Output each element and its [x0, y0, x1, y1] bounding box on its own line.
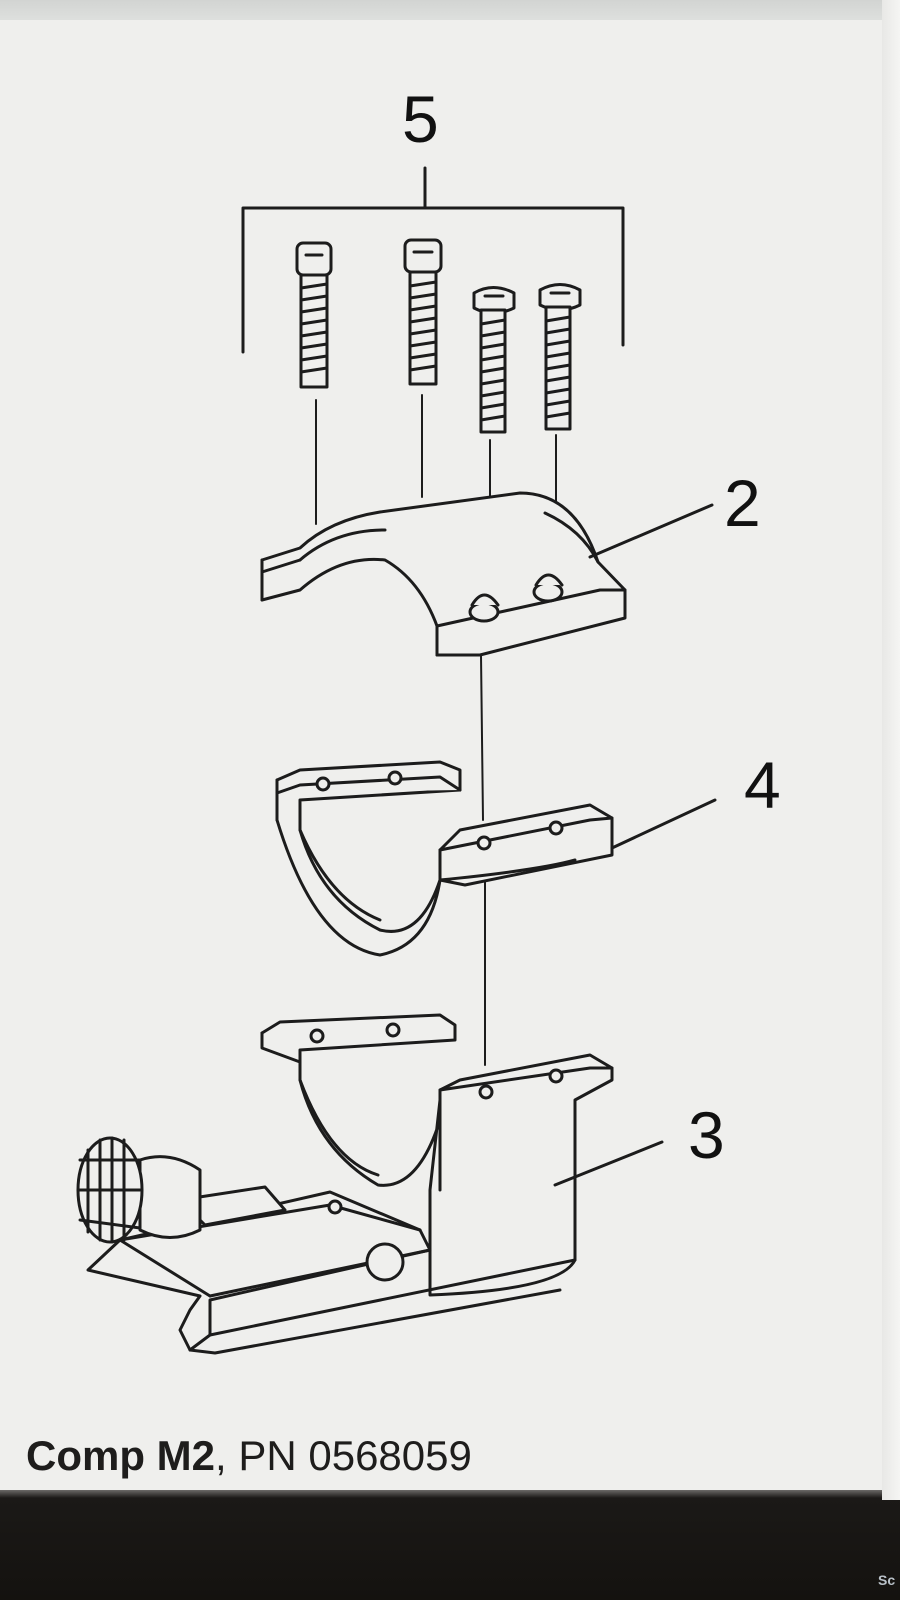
assembly-guide-lines — [315, 394, 557, 1066]
callout-number-4: 4 — [744, 748, 781, 822]
cap-screw-1 — [295, 241, 333, 389]
exploded-mount-diagram — [76, 166, 717, 1355]
part-caption: Comp M2, PN 0568059 — [26, 1432, 472, 1480]
diagram-page: 5 2 4 3 — [0, 20, 882, 1490]
callout-number-5: 5 — [402, 82, 439, 156]
ring-spacer — [275, 760, 614, 957]
screen-edge — [882, 0, 900, 1500]
corner-label-fragment: Sc — [878, 1572, 896, 1588]
upper-ring-cap — [260, 491, 627, 657]
caption-model: Comp M2 — [26, 1432, 215, 1479]
callout-leader-2 — [588, 503, 714, 559]
mount-base — [76, 1013, 614, 1355]
callout-leader-3 — [553, 1140, 664, 1187]
callout-number-3: 3 — [688, 1098, 725, 1172]
cap-screw-3 — [472, 286, 516, 434]
cap-screw-4 — [538, 283, 582, 431]
callout-number-2: 2 — [724, 466, 761, 540]
callout-leader-4 — [610, 798, 717, 850]
caption-part-number: , PN 0568059 — [215, 1432, 472, 1479]
screw-group-bracket — [241, 166, 625, 354]
cap-screw-2 — [403, 238, 443, 386]
